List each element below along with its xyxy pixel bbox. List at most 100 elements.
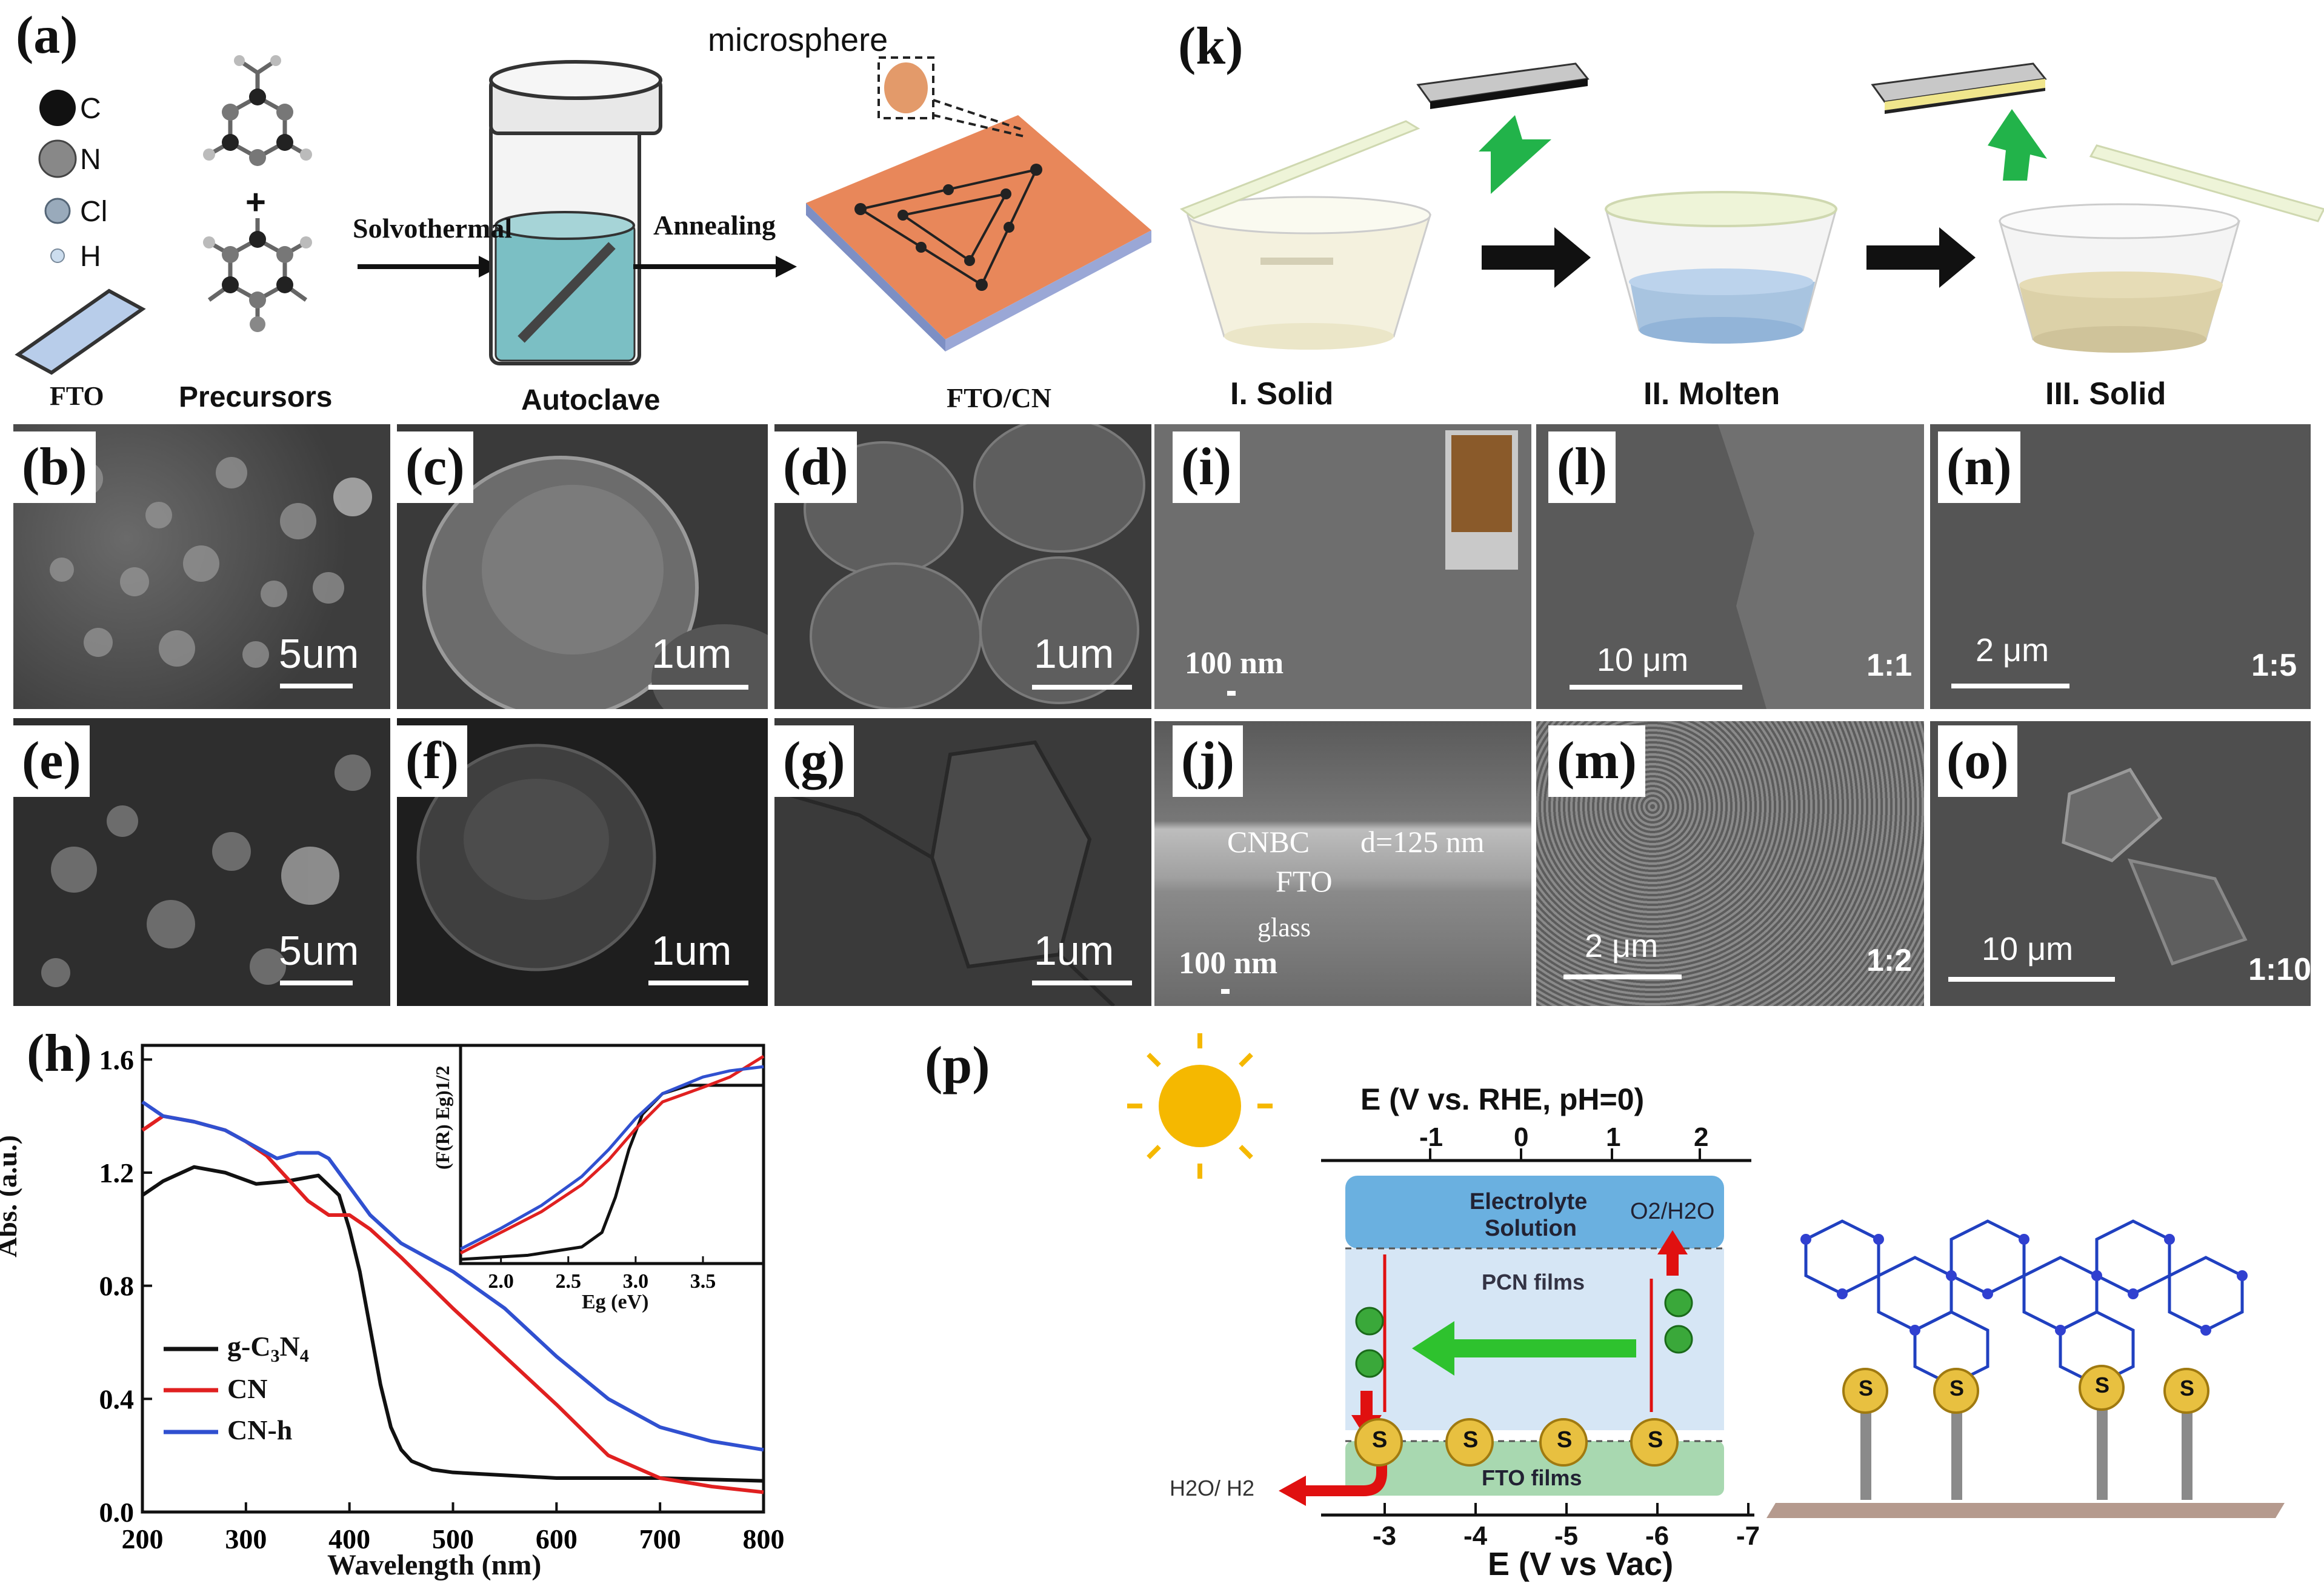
s-label-6: S <box>1949 1376 1965 1400</box>
scale-bar-f <box>648 981 748 985</box>
panel-label-b: (b) <box>13 431 96 503</box>
bottom-tick-4: -6 <box>1645 1521 1670 1551</box>
series-line-cn-h <box>141 1100 764 1452</box>
green-arrow-left-icon <box>1412 1321 1636 1376</box>
nitrogen-atom-icon <box>38 139 77 178</box>
microsphere-icon <box>884 62 928 113</box>
legend-cl: Cl <box>80 196 108 228</box>
panel-label-m: (m) <box>1548 725 1645 797</box>
hydrogen-atom-icon <box>50 248 65 263</box>
microsphere-label: microsphere <box>708 22 888 58</box>
scale-text-f: 1um <box>651 928 732 974</box>
scale-bar-m <box>1563 974 1682 979</box>
scale-text-m: 2 μm <box>1585 928 1659 964</box>
y-tick-label: 1.6 <box>99 1044 135 1075</box>
sulfur-spheres-icon <box>1842 1365 2209 1414</box>
panel-label-c: (c) <box>397 431 473 503</box>
panel-label-o: (o) <box>1938 725 2017 797</box>
electron-icons <box>1355 1288 1693 1378</box>
fto-layer-label: FTO <box>1276 864 1333 898</box>
scale-bar-i <box>1227 691 1236 696</box>
scale-text-i: 100 nm <box>1185 646 1284 681</box>
legend-label-cnh: CN-h <box>227 1414 293 1445</box>
sem-b-particles <box>50 457 372 668</box>
glass-layer-label: glass <box>1257 913 1311 942</box>
scale-bar-c <box>648 685 748 690</box>
fto-cn-label: FTO/CN <box>947 382 1051 413</box>
ratio-n: 1:5 <box>2251 648 2297 683</box>
inset-series-line-cn-h <box>459 1065 764 1251</box>
fto-films-label: FTO films <box>1482 1465 1582 1490</box>
s-label-8: S <box>2180 1376 2195 1400</box>
panel-label-i: (i) <box>1173 431 1240 503</box>
scale-bar-n <box>1951 684 2069 688</box>
scale-bar-g <box>1032 981 1132 985</box>
x-tick-label: 600 <box>536 1524 578 1554</box>
s-label-7: S <box>2095 1373 2110 1397</box>
s-label-2: S <box>1463 1427 1479 1453</box>
thickness-label: d=125 nm <box>1360 825 1485 859</box>
scale-text-e: 5um <box>279 928 359 974</box>
x-tick-label: 800 <box>743 1524 785 1554</box>
black-arrow-right-2-icon <box>1866 227 1976 288</box>
autoclave-icon <box>489 60 662 365</box>
scale-text-d: 1um <box>1034 631 1114 677</box>
panel-label-l: (l) <box>1548 431 1616 503</box>
o2-h2o-label: O2/H2O <box>1630 1199 1715 1224</box>
scale-bar-l <box>1570 685 1742 690</box>
panel-label-p: (p) <box>916 1030 999 1102</box>
ratio-l: 1:1 <box>1866 648 1913 683</box>
sulfur-sphere-row-icons <box>1354 1418 1679 1467</box>
panel-p-band-diagram <box>1127 1033 2285 1518</box>
substrate-plate-icon <box>1766 1503 2285 1518</box>
scale-text-n: 2 μm <box>1976 632 2049 668</box>
crucible-lid-open-icon <box>1179 120 1420 219</box>
sem-image-l: 10 μm 1:1 <box>1536 424 1924 709</box>
x-tick-label: 500 <box>432 1524 474 1554</box>
annealing-label: Annealing <box>653 210 776 241</box>
top-tick-4: 2 <box>1694 1122 1709 1152</box>
panel-label-n: (n) <box>1938 431 2020 503</box>
pcn-network-icon <box>1804 1219 2244 1387</box>
scale-bar-d <box>1032 685 1132 690</box>
series-line-g-c3n4 <box>141 1165 764 1483</box>
inset-y-axis-label: (F(R) Eg)1/2 <box>431 1065 453 1170</box>
electrolyte-band <box>1345 1176 1724 1248</box>
y-axis-label: Abs. (a.u.) <box>0 1135 22 1257</box>
scale-text-b: 5um <box>279 631 359 677</box>
scale-text-g: 1um <box>1034 928 1114 974</box>
inset-x-tick-label: 2.5 <box>556 1270 582 1293</box>
top-tick-2: 0 <box>1514 1122 1529 1152</box>
legend-h: H <box>80 241 101 273</box>
bottom-axis-title: E (V vs Vac) <box>1488 1546 1674 1582</box>
stage-1-label: I. Solid <box>1230 376 1334 411</box>
panel-label-f: (f) <box>397 725 467 797</box>
x-axis-label: Wavelength (nm) <box>327 1549 542 1581</box>
legend-c: C <box>80 93 101 125</box>
y-tick-label: 0.0 <box>99 1497 135 1528</box>
inset-series-line-g-c3n4 <box>460 1084 764 1261</box>
s-label-4: S <box>1648 1427 1663 1453</box>
green-arrow-up-icon <box>1988 109 2047 181</box>
bottom-tick-2: -4 <box>1463 1521 1488 1551</box>
sem-image-e: 5um <box>13 718 390 1006</box>
stage-3-label: III. Solid <box>2045 376 2166 411</box>
panel-label-d: (d) <box>774 431 857 503</box>
panel-label-e: (e) <box>13 725 90 797</box>
y-tick-label: 0.8 <box>99 1271 135 1302</box>
microsphere-box <box>877 56 934 119</box>
electrolyte-label: Electrolyte <box>1470 1189 1588 1214</box>
chlorine-atom-icon <box>44 198 71 224</box>
x-tick-label: 200 <box>122 1524 164 1554</box>
sun-icon <box>1127 1033 1273 1179</box>
panel-label-k: (k) <box>1170 11 1252 82</box>
panel-a-schematic <box>15 55 1151 375</box>
linker-pillars-icon <box>1860 1394 2192 1500</box>
x-tick-label: 700 <box>639 1524 681 1554</box>
black-arrow-right-icon <box>1482 227 1591 288</box>
y-tick-label: 0.4 <box>99 1384 135 1414</box>
legend-label-cn: CN <box>227 1373 268 1404</box>
inset-x-tick-label: 2.0 <box>488 1270 514 1293</box>
bottom-tick-1: -3 <box>1373 1521 1397 1551</box>
solvothermal-label: Solvothermal <box>353 213 513 244</box>
